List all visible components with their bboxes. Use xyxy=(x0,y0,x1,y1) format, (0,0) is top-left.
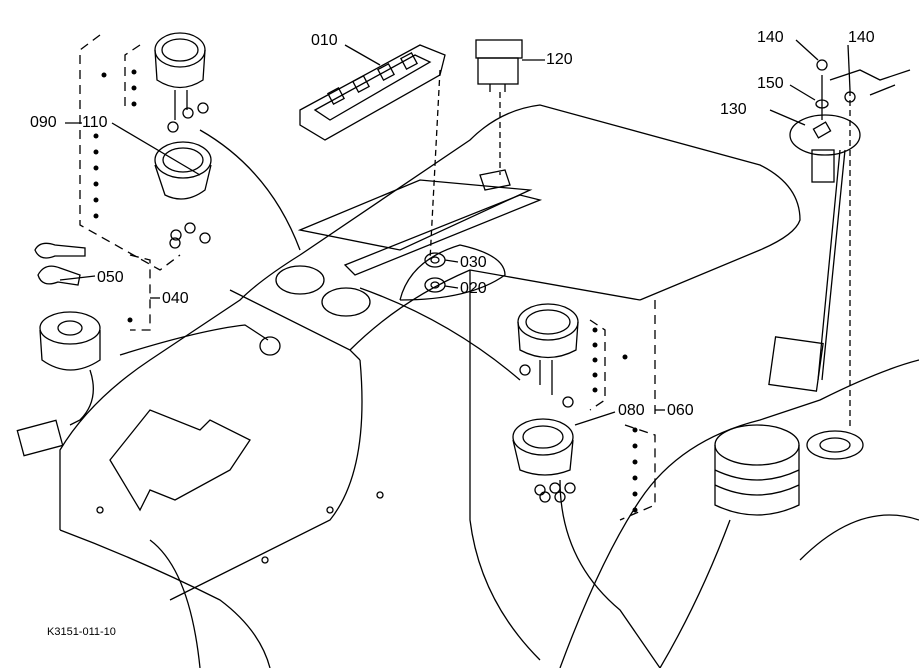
gauge-bottom-right xyxy=(512,300,656,521)
wire-right-gauge xyxy=(359,287,521,381)
fuel-tank xyxy=(559,359,919,668)
label-150: 150 xyxy=(757,75,784,92)
label-130: 130 xyxy=(720,101,747,118)
drawing-code: K3151-011-10 xyxy=(47,626,116,638)
label-140a: 140 xyxy=(757,29,784,46)
wire-left-gauge xyxy=(199,129,301,251)
washers-030-020 xyxy=(399,244,506,301)
bracket-090 xyxy=(65,34,201,271)
label-110: 110 xyxy=(82,114,108,131)
label-050: 050 xyxy=(97,269,124,286)
label-010: 010 xyxy=(311,32,338,49)
wire-keyswitch xyxy=(119,324,269,356)
fuel-sender-130 xyxy=(768,59,911,430)
leader-lines xyxy=(150,39,851,411)
lamp-panel-010 xyxy=(299,44,446,141)
label-080: 080 xyxy=(618,402,645,419)
hood-outline xyxy=(59,104,801,668)
label-120: 120 xyxy=(546,51,573,68)
label-040: 040 xyxy=(162,290,189,307)
gauge-top-left xyxy=(154,32,212,249)
label-030: 030 xyxy=(460,254,487,271)
label-090: 090 xyxy=(30,114,57,131)
switch-120 xyxy=(475,39,523,92)
label-140b: 140 xyxy=(848,29,875,46)
key-switch-040 xyxy=(16,242,151,457)
label-020: 020 xyxy=(460,280,487,297)
label-060: 060 xyxy=(667,402,694,419)
